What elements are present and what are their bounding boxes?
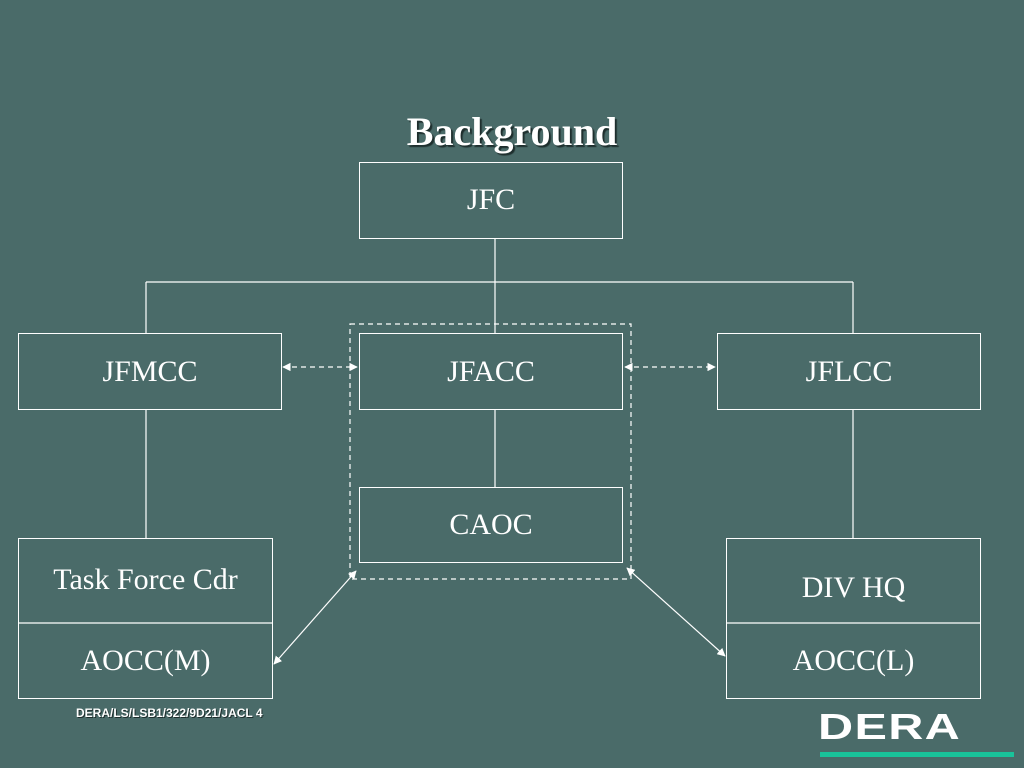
- caoc-aoccl-arrow: [626, 567, 726, 657]
- div-hq-node: DIV HQ: [726, 538, 981, 699]
- task-force-cdr-label: Task Force Cdr: [53, 563, 238, 596]
- caoc-aoccm-arrow: [273, 570, 357, 665]
- jflcc-label: JFLCC: [805, 354, 893, 388]
- jflcc-node: JFLCC: [717, 333, 981, 410]
- jfacc-node: JFACC: [359, 333, 623, 410]
- dera-logo-text: DERA: [818, 706, 962, 747]
- div-hq-label: DIV HQ: [801, 571, 906, 604]
- air-component-dashed-group: [349, 323, 632, 580]
- document-reference: DERA/LS/LSB1/322/9D21/JACL 4: [76, 706, 263, 720]
- aocc-m-label: AOCC(M): [80, 644, 211, 677]
- jfmcc-label: JFMCC: [102, 354, 198, 388]
- caoc-node: CAOC: [359, 487, 623, 563]
- aocc-l-node: AOCC(L): [726, 623, 981, 699]
- slide-title: Background: [406, 109, 618, 154]
- task-force-cdr-node: Task Force Cdr: [18, 538, 273, 699]
- aocc-m-node: AOCC(M): [18, 623, 273, 699]
- dera-logo: DERA: [818, 706, 1014, 758]
- dera-logo-bar: [820, 752, 1014, 757]
- jfc-label: JFC: [466, 183, 516, 216]
- jfc-node: JFC: [359, 162, 623, 239]
- aocc-l-label: AOCC(L): [792, 644, 915, 677]
- caoc-label: CAOC: [449, 508, 533, 541]
- jfmcc-node: JFMCC: [18, 333, 282, 410]
- jfacc-label: JFACC: [447, 354, 535, 388]
